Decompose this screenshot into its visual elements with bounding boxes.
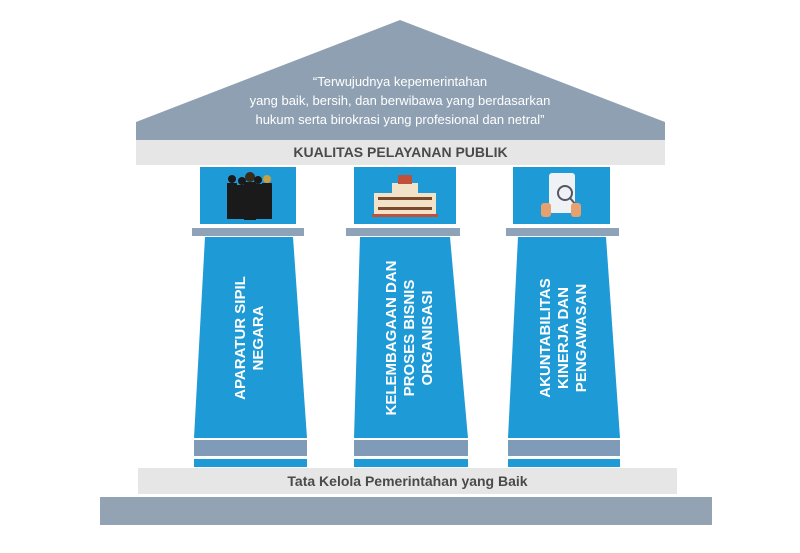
government-building-icon <box>372 175 438 217</box>
pillar-label-2: KELEMBAGAAN DAN PROSES BISNIS ORGANISASI <box>383 261 437 416</box>
pillar-label-1: APARATUR SIPIL NEGARA <box>232 276 268 400</box>
roof <box>136 20 665 140</box>
tablet-magnifier-icon <box>541 173 581 217</box>
pillar-ring-3 <box>508 440 620 456</box>
pillar-ring-2 <box>354 440 468 456</box>
pillar-foot-3 <box>508 459 620 467</box>
pillar-shaft-1 <box>194 237 307 438</box>
pillar-label-line: PENGAWASAN <box>573 283 590 393</box>
civil-servants-icon <box>227 172 272 220</box>
public-service-quality-band: KUALITAS PELAYANAN PUBLIK <box>136 140 665 165</box>
pillar-capital-3 <box>513 167 610 224</box>
pillar-shaft-3 <box>508 237 620 438</box>
pillar-label-line: PROSES BISNIS <box>401 279 418 397</box>
pillar-ring-1 <box>194 440 307 456</box>
pillar-label-line: NEGARA <box>250 305 267 371</box>
base-slab <box>100 497 712 525</box>
capital-slab-1 <box>192 228 304 236</box>
quote-line: hukum serta birokrasi yang profesional d… <box>255 112 545 127</box>
capital-slab-2 <box>346 228 460 236</box>
quote-line: “Terwujudnya kepemerintahan <box>312 74 488 89</box>
pillar-label-line: KELEMBAGAAN DAN <box>383 260 400 416</box>
capital-slab-3 <box>506 228 619 236</box>
pillar-label-3: AKUNTABILITAS KINERJA DAN PENGAWASAN <box>537 278 591 397</box>
pillar-label-line: KINERJA DAN <box>555 287 572 389</box>
pillar-capital-1 <box>200 167 296 224</box>
good-governance-band: Tata Kelola Pemerintahan yang Baik <box>138 468 677 494</box>
pillar-label-line: APARATUR SIPIL <box>232 276 249 400</box>
quote-line: yang baik, bersih, dan berwibawa yang be… <box>249 93 551 108</box>
pillar-shaft-2 <box>354 237 468 438</box>
pillar-foot-2 <box>354 459 468 467</box>
pillar-foot-1 <box>194 459 307 467</box>
pillar-label-line: ORGANISASI <box>419 290 436 386</box>
pillar-label-line: AKUNTABILITAS <box>537 278 554 398</box>
vision-quote: “Terwujudnya kepemerintahan yang baik, b… <box>200 72 600 129</box>
pillar-capital-2 <box>354 167 456 224</box>
